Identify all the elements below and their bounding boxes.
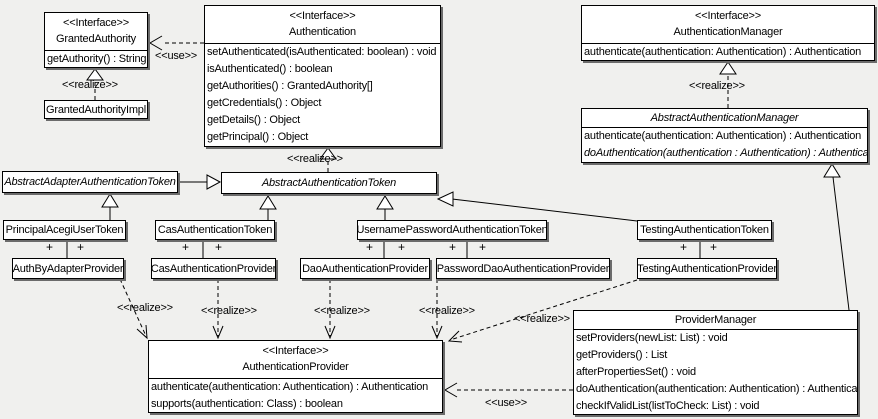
class-principal-acegi-user-token[interactable]: PrincipalAcegiUserToken [3, 220, 126, 240]
method-row: getAuthority() : String [47, 53, 147, 65]
class-granted-authority[interactable]: <<Interface>> GrantedAuthority getAuthor… [44, 12, 148, 68]
class-name: AbstractAuthenticationManager [650, 112, 799, 124]
realize-label: <<realize>> [117, 302, 173, 314]
method-row: authenticate(authentication: Authenticat… [584, 130, 862, 142]
method-row: setAuthenticated(isAuthenticated: boolea… [207, 46, 437, 58]
method-row: authenticate(authentication: Authenticat… [151, 381, 429, 393]
method-row: getDetails() : Object [207, 114, 301, 126]
class-name: AuthenticationManager [673, 26, 783, 38]
class-testing-authentication-token[interactable]: TestingAuthenticationToken [637, 220, 772, 240]
use-label: <<use>> [155, 50, 198, 62]
method-row: afterPropertiesSet() : void [576, 366, 696, 378]
stereotype-label: <<Interface>> [262, 345, 329, 357]
class-cas-authentication-provider[interactable]: CasAuthenticationProvider [151, 258, 276, 279]
realize-label: <<realize>> [689, 80, 745, 92]
class-name: AbstractAuthenticationToken [261, 177, 397, 189]
class-username-password-authentication-token[interactable]: UsernamePasswordAuthenticationToken [357, 220, 547, 240]
class-auth-by-adapter-provider[interactable]: AuthByAdapterProvider [12, 258, 124, 279]
method-row: getAuthorities() : GrantedAuthority[] [207, 80, 373, 92]
association-plus-mark: + [680, 240, 688, 254]
association-plus-mark: + [77, 240, 85, 254]
class-abstract-authentication-token[interactable]: AbstractAuthenticationToken [221, 172, 437, 194]
association-plus-mark: + [710, 240, 718, 254]
realize-label: <<realize>> [514, 313, 570, 325]
class-testing-authentication-provider[interactable]: TestingAuthenticationProvider [637, 258, 777, 279]
method-row: getCredentials() : Object [207, 97, 322, 109]
class-name: Authentication [289, 26, 356, 38]
realize-label: <<realize>> [314, 305, 370, 317]
association-plus-mark: + [215, 240, 223, 254]
class-name: AuthenticationProvider [242, 361, 349, 373]
class-name: CasAuthenticationToken [157, 224, 273, 236]
class-name: UsernamePasswordAuthenticationToken [358, 224, 546, 236]
stereotype-label: <<Interface>> [289, 10, 356, 22]
use-label: <<use>> [485, 397, 528, 409]
class-provider-manager[interactable]: ProviderManager setProviders(newList: Li… [573, 310, 858, 415]
stereotype-label: <<Interface>> [63, 17, 129, 29]
class-name: ProviderManager [674, 314, 757, 326]
class-name: AbstractAdapterAuthenticationToken [4, 176, 176, 188]
class-name: DaoAuthenticationProvider [302, 262, 428, 275]
association-plus-mark: + [398, 240, 406, 254]
class-authentication-manager[interactable]: <<Interface>> AuthenticationManager auth… [581, 5, 875, 61]
class-name: GrantedAuthority [56, 33, 136, 45]
method-row: authenticate(authentication: Authenticat… [584, 46, 862, 58]
class-name: TestingAuthenticationProvider [638, 262, 776, 275]
class-abstract-authentication-manager[interactable]: AbstractAuthenticationManager authentica… [581, 108, 868, 163]
realize-label: <<realize>> [201, 305, 257, 317]
association-plus-mark: + [182, 240, 190, 254]
class-name: CasAuthenticationProvider [152, 262, 275, 275]
class-authentication-provider[interactable]: <<Interface>> AuthenticationProvider aut… [148, 340, 443, 413]
class-abstract-adapter-authentication-token[interactable]: AbstractAdapterAuthenticationToken [2, 171, 178, 193]
method-row: doAuthentication(authentication : Authen… [584, 147, 867, 159]
class-name: PrincipalAcegiUserToken [5, 224, 124, 236]
association-plus-mark: + [479, 240, 487, 254]
method-row: doAuthentication(authentication: Authent… [576, 383, 857, 395]
method-row: getProviders() : List [576, 349, 668, 361]
association-plus-mark: + [449, 240, 457, 254]
class-password-dao-authentication-provider[interactable]: PasswordDaoAuthenticationProvider [436, 258, 610, 279]
stereotype-label: <<Interface>> [695, 10, 761, 22]
class-authentication[interactable]: <<Interface>> Authentication setAuthenti… [204, 5, 441, 147]
class-name: TestingAuthenticationToken [640, 224, 769, 236]
association-plus-mark: + [46, 240, 54, 254]
class-dao-authentication-provider[interactable]: DaoAuthenticationProvider [300, 258, 430, 279]
method-row: setProviders(newList: List) : void [576, 332, 728, 344]
class-name: GrantedAuthorityImpl [46, 103, 146, 116]
association-plus-mark: + [366, 240, 374, 254]
realize-label: <<realize>> [419, 305, 475, 317]
method-row: checkIfValidList(listToCheck: List) : vo… [576, 400, 760, 412]
class-name: AuthByAdapterProvider [13, 262, 123, 275]
method-row: isAuthenticated() : boolean [207, 63, 333, 75]
class-name: PasswordDaoAuthenticationProvider [437, 262, 609, 275]
class-granted-authority-impl[interactable]: GrantedAuthorityImpl [44, 100, 148, 119]
method-row: getPrincipal() : Object [207, 131, 309, 143]
class-cas-authentication-token[interactable]: CasAuthenticationToken [155, 220, 275, 240]
realize-label: <<realize>> [287, 153, 343, 165]
method-row: supports(authentication: Class) : boolea… [151, 398, 343, 410]
realize-label: <<realize>> [62, 79, 118, 91]
